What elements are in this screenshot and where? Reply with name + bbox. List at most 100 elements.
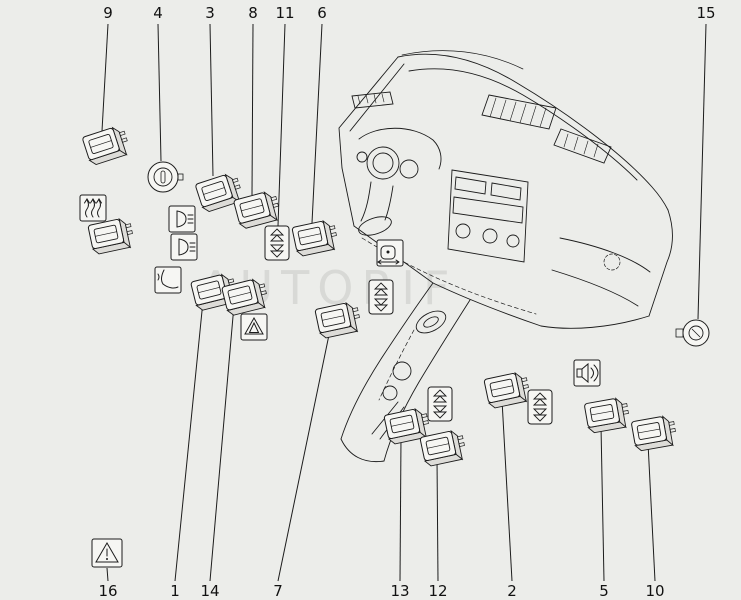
- switch-7: [314, 301, 360, 339]
- dashboard-art-stroke: [648, 209, 673, 317]
- dashboard-art-stroke: [357, 93, 385, 105]
- dashboard-art-stroke: [358, 216, 392, 236]
- dashboard-art-stroke: [349, 63, 405, 132]
- dashboard-art-stroke: [338, 56, 399, 227]
- dashboard-art-stroke: [415, 310, 447, 334]
- dashboard-art-stroke: [378, 329, 415, 401]
- switch-6: [291, 219, 337, 257]
- dashboard-art-stroke: [490, 182, 522, 201]
- rear-defrost-switch: [87, 217, 133, 255]
- leader-line-4: [157, 23, 162, 162]
- switch-parts: [79, 126, 710, 568]
- leader-line-10: [647, 442, 656, 582]
- window-switch-rear-right: [527, 389, 553, 425]
- callout-label-11: 11: [275, 4, 294, 22]
- callout-label-16: 16: [98, 582, 117, 600]
- dashboard-art-stroke: [489, 97, 547, 128]
- callout-label-5: 5: [599, 582, 609, 600]
- switch-12: [419, 429, 465, 467]
- dashboard-art-stroke: [382, 385, 398, 401]
- dashboard-art-stroke: [384, 185, 394, 221]
- callout-label-14: 14: [200, 582, 219, 600]
- window-switch-11: [264, 225, 290, 261]
- callout-label-6: 6: [317, 4, 327, 22]
- callout-label-7: 7: [273, 582, 283, 600]
- switch-14: [221, 278, 267, 316]
- dashboard-art-stroke: [360, 181, 372, 222]
- dashboard-art-stroke: [366, 146, 400, 180]
- switch-10: [631, 415, 676, 452]
- leader-line-3: [209, 23, 214, 177]
- dashboard-art-stroke: [481, 94, 557, 130]
- switch-2: [483, 371, 529, 409]
- window-switch-front: [368, 279, 394, 315]
- callout-label-9: 9: [103, 4, 113, 22]
- callout-label-3: 3: [205, 4, 215, 22]
- callout-label-10: 10: [645, 582, 664, 600]
- callout-label-4: 4: [153, 4, 163, 22]
- dashboard-art-stroke: [356, 151, 368, 163]
- speaker-icon: [573, 359, 601, 387]
- dashboard-art-stroke: [455, 223, 471, 239]
- leader-line-2: [501, 399, 513, 582]
- leader-line-6: [311, 23, 323, 224]
- rear-fog-icon: [170, 233, 198, 261]
- mirror-adjust-icon: [376, 239, 404, 267]
- switch-1: [190, 273, 236, 311]
- dashboard-art-stroke: [603, 253, 621, 271]
- dashboard-art-stroke: [408, 68, 638, 181]
- switch-3: [195, 173, 241, 213]
- leader-lines: [101, 23, 707, 582]
- dashboard-art-stroke: [401, 50, 524, 70]
- leader-line-8: [251, 23, 254, 196]
- leader-line-16: [106, 567, 109, 582]
- callout-label-8: 8: [248, 4, 258, 22]
- front-fog-icon: [168, 205, 196, 233]
- dashboard-art-stroke: [397, 53, 669, 211]
- switch-8: [233, 191, 279, 229]
- leader-line-5: [600, 425, 605, 582]
- dashboard-art-stroke: [559, 237, 651, 273]
- dashboard-art-stroke: [506, 234, 520, 248]
- dashboard-art-stroke: [551, 269, 639, 307]
- dashboard-art-stroke: [340, 438, 385, 463]
- dashboard-art-stroke: [452, 196, 524, 224]
- switch-15: [675, 319, 710, 347]
- dashboard-art-stroke: [340, 282, 434, 440]
- leader-line-13: [399, 436, 402, 582]
- rear-defrost-icon: [79, 194, 107, 222]
- dashboard-art-stroke: [553, 128, 612, 164]
- switch-13: [383, 407, 429, 445]
- dashboard-art-stroke: [447, 169, 529, 263]
- dashboard-art-stroke: [563, 133, 599, 158]
- dashboard-art-stroke: [399, 159, 419, 179]
- callout-label-12: 12: [428, 582, 447, 600]
- seat-heater-icon: [154, 266, 182, 294]
- hazard-warning-icon: [240, 313, 268, 341]
- dashboard-art-stroke: [454, 176, 487, 195]
- warning-triangle-icon: [91, 538, 123, 568]
- leader-line-9: [101, 23, 109, 132]
- leader-line-12: [436, 457, 439, 582]
- dashboard-art-stroke: [540, 315, 650, 329]
- switch-5: [584, 397, 629, 434]
- leader-line-14: [209, 304, 235, 582]
- callout-label-2: 2: [507, 582, 517, 600]
- callout-label-1: 1: [170, 582, 180, 600]
- leader-line-15: [697, 23, 707, 320]
- leader-line-7: [277, 329, 331, 582]
- dashboard-art-stroke: [372, 152, 394, 174]
- dashboard-art-stroke: [423, 316, 439, 328]
- callout-label-15: 15: [696, 4, 715, 22]
- dashboard-art-stroke: [358, 127, 442, 170]
- dashboard-art-stroke: [482, 228, 498, 244]
- switch-9: [82, 126, 128, 166]
- switch-4: [147, 161, 184, 193]
- window-switch-rear-left: [427, 386, 453, 422]
- leader-line-11: [277, 23, 286, 227]
- dashboard-art-stroke: [351, 91, 394, 109]
- leader-line-1: [174, 300, 204, 582]
